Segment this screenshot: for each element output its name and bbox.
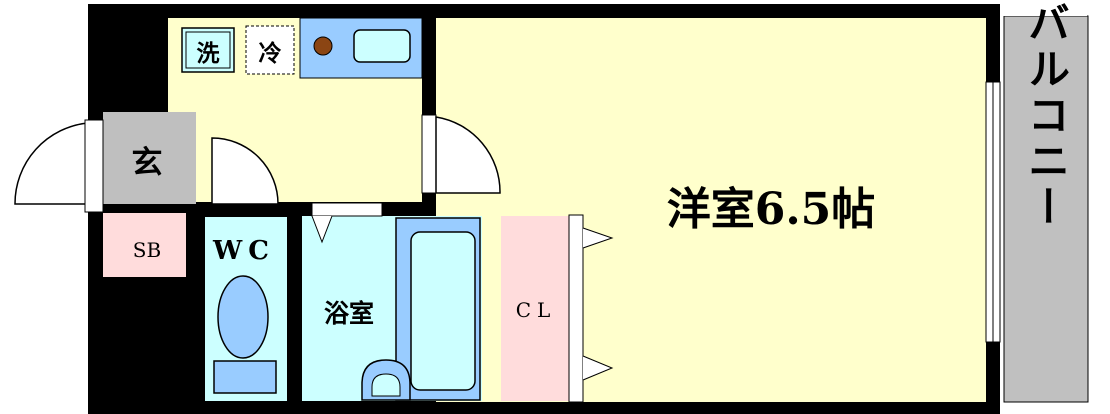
closet [501, 216, 571, 401]
fridge-label: 冷 [259, 40, 282, 67]
fridge-icon [245, 25, 295, 75]
bath-door-frame [311, 202, 383, 217]
shoebox-label: SB [133, 238, 161, 262]
washbasin-inner [371, 373, 401, 397]
closet-label: CL [516, 298, 557, 322]
sink-icon [353, 29, 411, 63]
toilet-tank [213, 360, 277, 394]
washer-icon [181, 27, 235, 73]
entrance-label: 玄 [132, 145, 163, 181]
toilet-door-swing [211, 137, 279, 205]
stove-burner-icon [313, 36, 333, 56]
closet-door-track [568, 214, 584, 403]
bathroom-label: 浴室 [324, 299, 374, 328]
closet-door-arrow-top [582, 227, 614, 249]
washer-inner [185, 31, 231, 69]
washer-label: 洗 [197, 40, 220, 67]
balcony-label: バルコニー [1022, 1, 1071, 231]
entrance [103, 112, 196, 204]
room-door-frame [421, 114, 437, 194]
shoebox [103, 213, 186, 277]
balcony-top-gap [1001, 4, 1087, 16]
toilet-label: WC [212, 236, 275, 266]
entrance-door-leaf [84, 119, 104, 213]
balcony [1003, 15, 1089, 403]
toilet-icon [217, 275, 269, 359]
room-door-swing [435, 116, 501, 194]
bathtub-inner [410, 231, 476, 391]
entrance-door-swing [14, 122, 89, 205]
western-room-label: 洋室6.5帖 [667, 184, 876, 235]
closet-door-arrow-bottom [582, 355, 614, 381]
bath-door-marker [311, 215, 333, 244]
